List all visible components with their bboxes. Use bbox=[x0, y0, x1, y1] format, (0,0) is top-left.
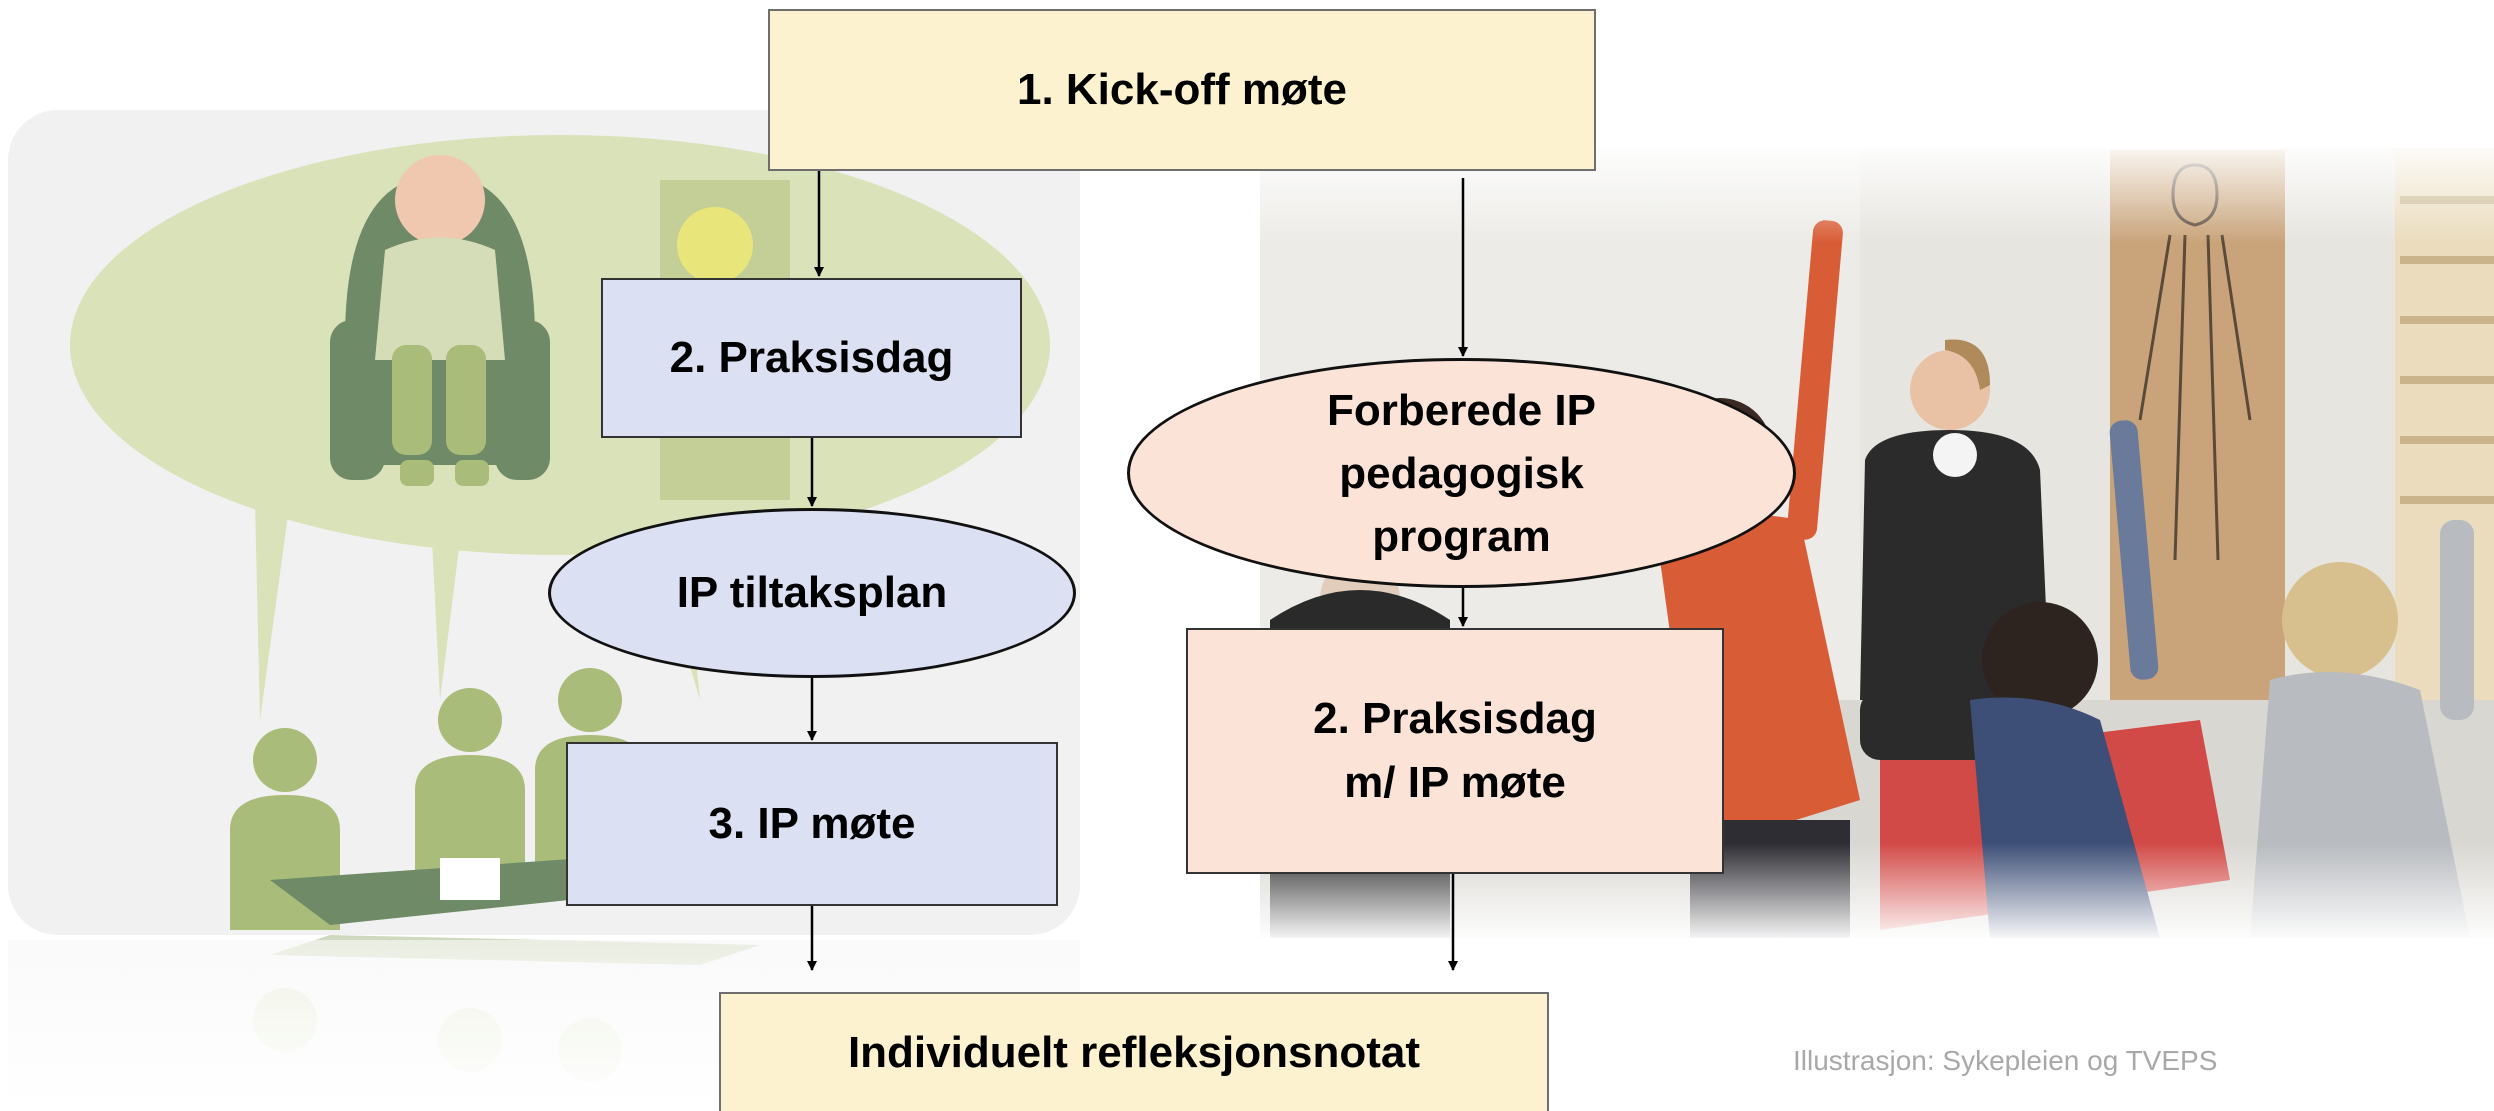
right-practice-day-box: 2. Praksisdag m/ IP møte bbox=[1186, 628, 1724, 874]
ip-action-plan-ellipse: IP tiltaksplan bbox=[548, 508, 1076, 678]
left-practice-day-box: 2. Praksisdag bbox=[601, 278, 1022, 438]
reflection-note-label: Individuelt refleksjonsnotat bbox=[847, 1027, 1421, 1077]
ip-meeting-label: 3. IP møte bbox=[708, 799, 916, 848]
ip-meeting-box: 3. IP møte bbox=[566, 742, 1058, 906]
ip-action-plan-label: IP tiltaksplan bbox=[676, 568, 948, 617]
prepare-ip-line3: program bbox=[1372, 511, 1551, 561]
prepare-ip-line2: pedagogisk bbox=[1339, 448, 1584, 498]
reflection-note-box: Individuelt refleksjonsnotat bbox=[719, 992, 1549, 1111]
left-practice-day-label: 2. Praksisdag bbox=[669, 333, 954, 382]
prepare-ip-line1: Forberede IP bbox=[1327, 385, 1596, 435]
right-practice-day-line1: 2. Praksisdag bbox=[1313, 694, 1597, 743]
right-practice-day-line2: m/ IP møte bbox=[1344, 758, 1566, 807]
prepare-ip-ellipse: Forberede IP pedagogisk program bbox=[1127, 358, 1796, 588]
illustration-credit-text: Illustrasjon: Sykepleien og TVEPS bbox=[1793, 1045, 2218, 1076]
kickoff-meeting-label: 1. Kick-off møte bbox=[1016, 65, 1348, 114]
kickoff-meeting-box: 1. Kick-off møte bbox=[768, 9, 1596, 171]
illustration-credit: Illustrasjon: Sykepleien og TVEPS bbox=[1793, 1045, 2217, 1077]
